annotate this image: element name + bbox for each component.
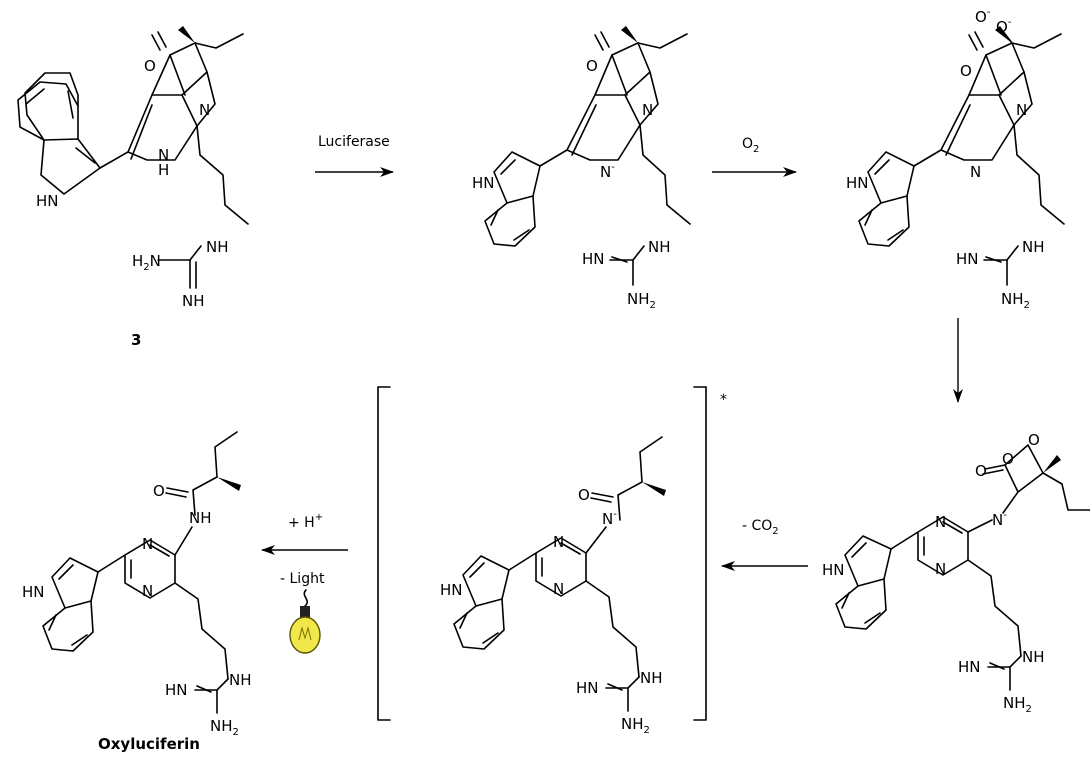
amine-nh-label: NH xyxy=(648,238,671,256)
structure-excited-state: N N N- O HN NH HN NH2 xyxy=(377,386,707,736)
amide-nh-label: NH xyxy=(189,509,212,527)
light-label: - Light xyxy=(280,571,325,587)
structure-dioxetanone: N N N- O O O HN NH HN NH2 xyxy=(822,431,1090,715)
indole-nh-label: HN xyxy=(22,583,45,601)
pyrazine-nitrogen-label: N xyxy=(935,560,946,578)
pyrazine-nitrogen-label: N xyxy=(935,513,946,531)
light-bulb-icon xyxy=(289,589,321,654)
amine-nh-label: NH xyxy=(1022,648,1045,666)
luciferase-label: Luciferase xyxy=(318,134,390,150)
decarboxylation-label: - CO2 xyxy=(742,518,779,537)
ring-oxygen-label: O xyxy=(1028,431,1040,449)
indole-nh-label: HN xyxy=(36,192,59,210)
peroxide-oxygen-label: O- xyxy=(996,17,1012,36)
structure-compound-3: O N N H HN NH H2N NH xyxy=(17,26,249,310)
amine-nh-label: NH xyxy=(206,238,229,256)
benzo-ring-outline xyxy=(24,72,79,141)
pyrazine-nitrogen-label: N xyxy=(158,146,169,164)
carbonyl-oxygen-label: O xyxy=(144,57,156,75)
imine-hn-label: HN xyxy=(956,250,979,268)
oxygen-label: O2 xyxy=(742,136,759,155)
carbonyl-oxygen-label: O xyxy=(586,57,598,75)
indole-nh-label: HN xyxy=(822,561,845,579)
imine-hn-label: HN xyxy=(582,250,605,268)
compound-3-label: 3 xyxy=(131,331,141,349)
carbonyl-oxygen-label: O xyxy=(975,462,987,480)
amine-nh-label: NH xyxy=(229,671,252,689)
ring-oxygen-label: O xyxy=(1002,450,1014,468)
imidazole-nitrogen-label: N xyxy=(199,101,210,119)
pyrazine-nitrogen-label: N xyxy=(142,582,153,600)
amino-nh2-label: NH2 xyxy=(1001,290,1030,311)
indole-nh-label: HN xyxy=(472,174,495,192)
imidazole-nitrogen-label: N xyxy=(1016,101,1027,119)
pyrazine-nitrogen-label: N xyxy=(553,580,564,598)
amide-oxygen-label: O xyxy=(578,486,590,504)
imine-hn-label: HN xyxy=(576,679,599,697)
anionic-nitrogen-label: N- xyxy=(992,510,1007,529)
protonation-label: + H+ xyxy=(288,512,323,531)
amino-h2n-label: H2N xyxy=(132,252,161,273)
amine-nh-label: NH xyxy=(640,669,663,687)
indole-nh-label: HN xyxy=(846,174,869,192)
pyrazine-nitrogen-label: N xyxy=(142,535,153,553)
carbonyl-oxygen-label: O xyxy=(960,62,972,80)
structure-anion: O N N- HN NH HN NH2 xyxy=(472,26,691,311)
indole-nh-label: HN xyxy=(440,581,463,599)
structure-oxyluciferin: N N NH O HN NH HN NH2 xyxy=(22,431,252,738)
amide-oxygen-label: O xyxy=(153,482,165,500)
imidazole-nitrogen-label: N xyxy=(642,101,653,119)
peroxide-oxygen-label: O- xyxy=(975,7,991,26)
imine-nh-label: NH xyxy=(182,292,205,310)
anionic-nitrogen-label: N- xyxy=(602,509,617,528)
pyrazine-hydrogen-label: H xyxy=(158,161,169,179)
anionic-nitrogen-label: N- xyxy=(600,162,615,181)
pyrazine-nitrogen-label: N xyxy=(970,163,981,181)
imine-hn-label: HN xyxy=(165,681,188,699)
amino-nh2-label: NH2 xyxy=(621,715,650,736)
pyrazine-nitrogen-label: N xyxy=(553,533,564,551)
imine-hn-label: HN xyxy=(958,658,981,676)
amine-nh-label: NH xyxy=(1022,238,1045,256)
amino-nh2-label: NH2 xyxy=(627,290,656,311)
amino-nh2-label: NH2 xyxy=(1003,694,1032,715)
structure-peroxide: O N N O- O- HN NH HN NH2 xyxy=(846,7,1065,311)
oxyluciferin-label: Oxyluciferin xyxy=(98,735,200,753)
amino-nh2-label: NH2 xyxy=(210,717,239,738)
excited-state-asterisk: * xyxy=(720,392,727,408)
